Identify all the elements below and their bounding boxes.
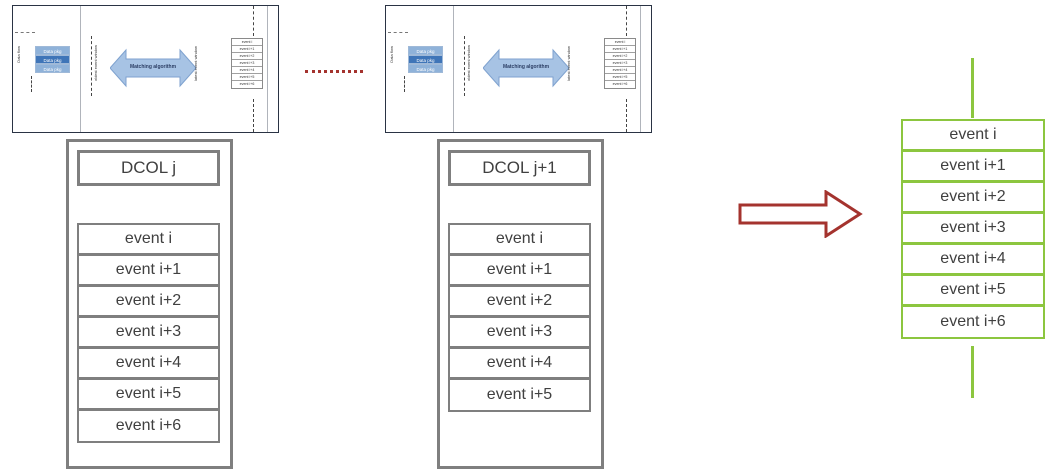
dcol-event: event i+1 bbox=[450, 256, 589, 287]
output-line-bottom bbox=[971, 346, 974, 398]
output-event: event i+5 bbox=[903, 276, 1043, 307]
dcol-event: event i bbox=[79, 225, 218, 256]
thumbnail-event-row: event i+5 bbox=[232, 74, 262, 81]
dcol-event-stack-j: event i event i+1 event i+2 event i+3 ev… bbox=[77, 223, 220, 443]
dotted-connector bbox=[305, 70, 363, 73]
thumbnail-event-row: event i+6 bbox=[612, 82, 628, 86]
data-package: Data pkg bbox=[35, 64, 70, 73]
output-line-top bbox=[971, 58, 974, 118]
thumbnail-event-row: event i+6 bbox=[239, 82, 255, 86]
thumbnail-event-row: event i+5 bbox=[605, 74, 635, 81]
data-package: Data pkg bbox=[408, 46, 443, 55]
double-arrow-icon bbox=[110, 48, 196, 88]
dcol-label-j: DCOL j bbox=[77, 150, 220, 186]
output-event-stack: event i event i+1 event i+2 event i+3 ev… bbox=[901, 119, 1045, 339]
dcol-label-j-plus-1: DCOL j+1 bbox=[448, 150, 591, 186]
dcol-event: event i+5 bbox=[450, 380, 589, 410]
dcol-event: event i+2 bbox=[79, 287, 218, 318]
output-event: event i+3 bbox=[903, 214, 1043, 245]
thumbnail-event-list: event i event i+1 event i+2 event i+3 ev… bbox=[604, 38, 636, 89]
output-event: event i bbox=[903, 121, 1043, 152]
thumbnail-event-row: event i+4 bbox=[605, 67, 635, 74]
data-package: Data pkg bbox=[35, 55, 70, 64]
thumbnail-event-row: event i+2 bbox=[232, 53, 262, 60]
matching-algorithm-label: Matching algorithm bbox=[502, 64, 550, 70]
thumbnail-event-list: event i event i+1 event i+2 event i+3 ev… bbox=[231, 38, 263, 89]
data-package-stack: Data pkg Data pkg Data pkg bbox=[408, 46, 443, 73]
output-event: event i+6 bbox=[903, 307, 1043, 337]
thumbnail-event-row: event i+4 bbox=[232, 67, 262, 74]
dcol-event: event i+3 bbox=[79, 318, 218, 349]
output-event: event i+4 bbox=[903, 245, 1043, 276]
thumbnail-1: Data flow Data pkg Data pkg Data pkg old… bbox=[12, 5, 279, 133]
dcol-event: event i+3 bbox=[450, 318, 589, 349]
dcol-event: event i+4 bbox=[450, 349, 589, 380]
data-package: Data pkg bbox=[408, 55, 443, 64]
thumbnail-event-row: event i+3 bbox=[232, 60, 262, 67]
dcol-event: event i+1 bbox=[79, 256, 218, 287]
data-package: Data pkg bbox=[408, 64, 443, 73]
output-event: event i+1 bbox=[903, 152, 1043, 183]
output-event: event i+2 bbox=[903, 183, 1043, 214]
dcol-event: event i+4 bbox=[79, 349, 218, 380]
thumbnail-event-row: event i+3 bbox=[605, 60, 635, 67]
matching-algorithm-label: Matching algorithm bbox=[129, 64, 177, 70]
thumbnail-event-row: event i bbox=[232, 39, 262, 46]
thumbnail-event-row: event i+1 bbox=[605, 46, 635, 53]
dcol-event: event i+6 bbox=[79, 411, 218, 441]
thumbnail-event-row: event i bbox=[605, 39, 635, 46]
thumbnail-event-row: event i+1 bbox=[232, 46, 262, 53]
dcol-event: event i+2 bbox=[450, 287, 589, 318]
data-package: Data pkg bbox=[35, 46, 70, 55]
data-package-stack: Data pkg Data pkg Data pkg bbox=[35, 46, 70, 73]
dcol-event: event i bbox=[450, 225, 589, 256]
double-arrow-icon bbox=[483, 48, 569, 88]
right-arrow-icon bbox=[738, 190, 863, 238]
dcol-event-stack-j-plus-1: event i event i+1 event i+2 event i+3 ev… bbox=[448, 223, 591, 412]
thumbnail-2: Data flow Data pkg Data pkg Data pkg old… bbox=[385, 5, 652, 133]
dcol-event: event i+5 bbox=[79, 380, 218, 411]
thumbnail-event-row: event i+2 bbox=[605, 53, 635, 60]
